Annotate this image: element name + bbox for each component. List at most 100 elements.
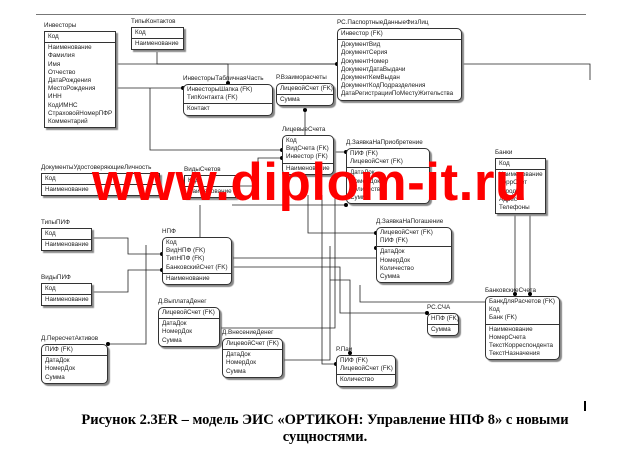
key-section: Код — [496, 159, 545, 171]
entity-title: ИнвесторыТабличнаяЧасть — [183, 75, 264, 82]
attribute-field: Город — [499, 187, 517, 195]
attribute-field: Наименование — [489, 325, 533, 333]
attribute-field: Сумма — [45, 373, 65, 381]
attribute-field: ДатаРегистрацииПоМестуЖительства — [341, 90, 454, 98]
key-field: ЛицевойСчет (FK) — [280, 85, 333, 92]
entity-box: ЛицевойСчет (FK)Сумма — [276, 83, 334, 107]
attribute-field: Сумма — [380, 273, 400, 281]
key-field: Код — [45, 285, 56, 292]
entity-title: НПФ — [162, 228, 176, 235]
key-field: Код — [188, 177, 199, 184]
attribute-field: Наименование — [48, 44, 92, 52]
attribute-field: Имя — [48, 60, 61, 68]
attribute-field: ТекстКорреспондента — [489, 342, 554, 350]
entity-box: ПИФ (FK)ЛицевойСчет (FK)Количество — [336, 355, 396, 387]
attribute-field: ДокументНомер — [341, 57, 389, 65]
rel-contacttypes-tabpart — [156, 52, 229, 84]
attribute-field: Наименование — [45, 296, 89, 304]
key-field: Код — [286, 137, 297, 144]
rel-npf-shares — [330, 279, 351, 355]
attribute-field: ДатаДок — [226, 351, 251, 359]
attribute-section: Сумма — [428, 325, 458, 335]
entity-title: БанковскиеСчета — [485, 287, 537, 294]
key-section: Код — [42, 229, 91, 241]
attribute-field: Сумма — [350, 194, 370, 202]
attribute-field: НомерДок — [350, 177, 380, 185]
attribute-section: Наименование — [42, 240, 91, 250]
attribute-field: НомерДок — [162, 328, 192, 336]
entity-title: Д.ЗаявкаНаПогашение — [376, 218, 444, 225]
attribute-field: Количество — [380, 264, 414, 272]
key-field: Код — [166, 239, 177, 246]
key-section: НПФ (FK) — [428, 314, 459, 326]
key-field: ЛицевойСчет (FK) — [226, 340, 279, 347]
key-section: Код — [42, 174, 159, 186]
key-section: ЛицевойСчет (FK) — [159, 308, 219, 320]
entity-title: Р.Паи — [336, 346, 353, 353]
key-field: Код — [45, 230, 56, 237]
key-section: ИнвесторыШапка (FK)ТипКонтакта (FK) — [184, 85, 272, 105]
attribute-field: Контакт — [187, 105, 210, 113]
dot — [513, 292, 517, 296]
attribute-field: НомерДок — [380, 256, 410, 264]
attribute-field: НомерДок — [45, 365, 75, 373]
rel-bankaccounts-npf — [359, 285, 485, 303]
entity-title: ЛицевыеСчета — [282, 126, 326, 133]
entity-title: ВидыПИФ — [41, 274, 71, 281]
dot — [528, 292, 532, 296]
attribute-field: Отчество — [48, 68, 76, 76]
key-field: Инвестор (FK) — [286, 153, 328, 161]
key-section: Код — [132, 28, 183, 40]
key-field: ПИФ (FK) — [380, 237, 408, 245]
entity-title: РС.ПаспортныеДанныеФизЛиц — [337, 19, 429, 26]
rel-accounts-shares — [321, 195, 336, 365]
attribute-field: ДокументСерия — [341, 49, 388, 57]
attribute-field: СтраховойНомерПФР — [48, 109, 113, 117]
key-field: ЛицевойСчет (FK) — [162, 309, 215, 316]
entity-box: ИнвесторыШапка (FK)ТипКонтакта (FK)Конта… — [183, 84, 273, 116]
text-cursor — [584, 401, 586, 411]
attribute-section: Наименование — [42, 185, 159, 195]
entity-title: Д.ВнесениеДенег — [222, 329, 274, 336]
key-field: ТипНПФ (FK) — [166, 255, 205, 263]
key-field: Инвестор (FK) — [341, 30, 383, 37]
attribute-field: Сумма — [226, 367, 246, 375]
entity-title: ДокументыУдостоверяющиеЛичность — [41, 164, 152, 171]
attribute-field: ДатаДок — [162, 320, 187, 328]
attribute-field: НомерДок — [226, 359, 256, 367]
attribute-field: Количество — [350, 185, 384, 193]
watermark: www.diplom-it.ru — [92, 153, 528, 212]
key-field: Код — [499, 160, 510, 167]
dot — [348, 351, 352, 355]
